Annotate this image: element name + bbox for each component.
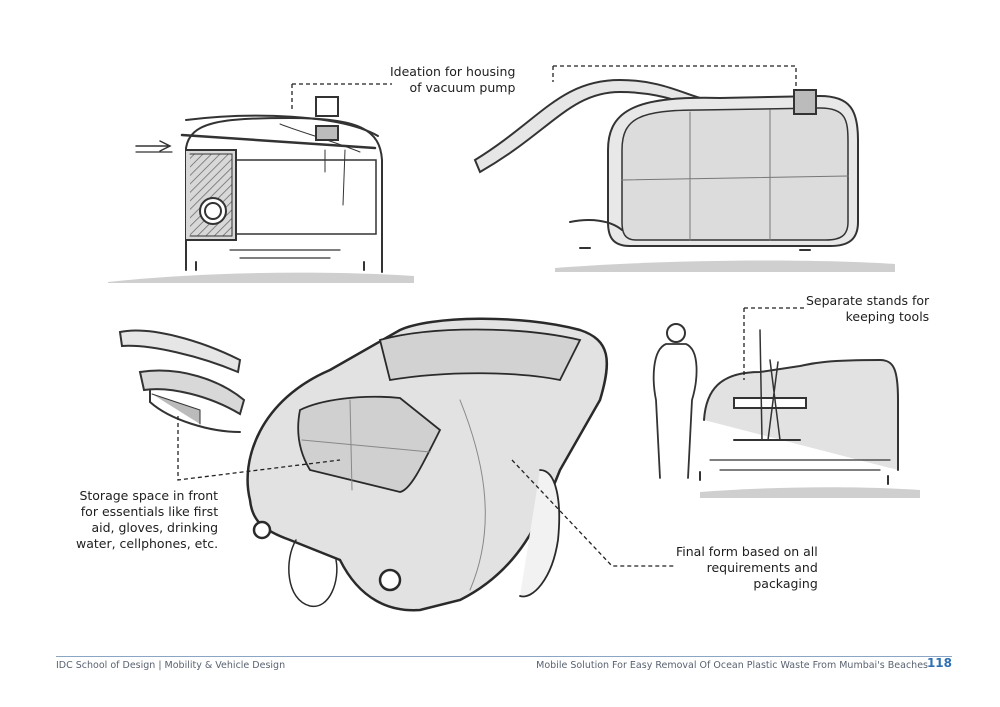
annotation-line: requirements and (706, 560, 818, 575)
annotation-line: Storage space in front (79, 488, 219, 503)
footer-institution: IDC School of Design | Mobility & Vehicl… (56, 660, 286, 671)
annotation-line: for essentials like first (80, 504, 219, 519)
leader-lines (177, 65, 804, 567)
annotation-tool-stands: Separate stands for keeping tools (806, 293, 929, 325)
sketch-side-view (473, 78, 895, 272)
annotation-line: water, cellphones, etc. (76, 536, 219, 551)
annotation-line: aid, gloves, drinking (91, 520, 219, 535)
footer-rule (56, 656, 952, 657)
annotation-line: Final form based on all (676, 544, 818, 559)
annotation-vacuum-housing: Ideation for housing of vacuum pump (390, 64, 515, 96)
sketch-final-form (246, 317, 609, 612)
annotation-line: of vacuum pump (409, 80, 516, 95)
page-number: 118 (926, 656, 952, 670)
annotation-line: Ideation for housing (390, 64, 516, 79)
annotation-storage-space: Storage space in front for essentials li… (76, 488, 218, 552)
annotation-line: packaging (753, 576, 818, 591)
sketch-tool-stands (652, 323, 920, 498)
sketch-storage-lid (118, 329, 246, 433)
annotation-line: Separate stands for (806, 293, 930, 308)
footer-project-title: Mobile Solution For Easy Removal Of Ocea… (536, 660, 928, 671)
annotation-final-form: Final form based on all requirements and… (676, 544, 818, 592)
sketch-rear-view (108, 96, 414, 283)
annotation-line: keeping tools (845, 309, 930, 324)
